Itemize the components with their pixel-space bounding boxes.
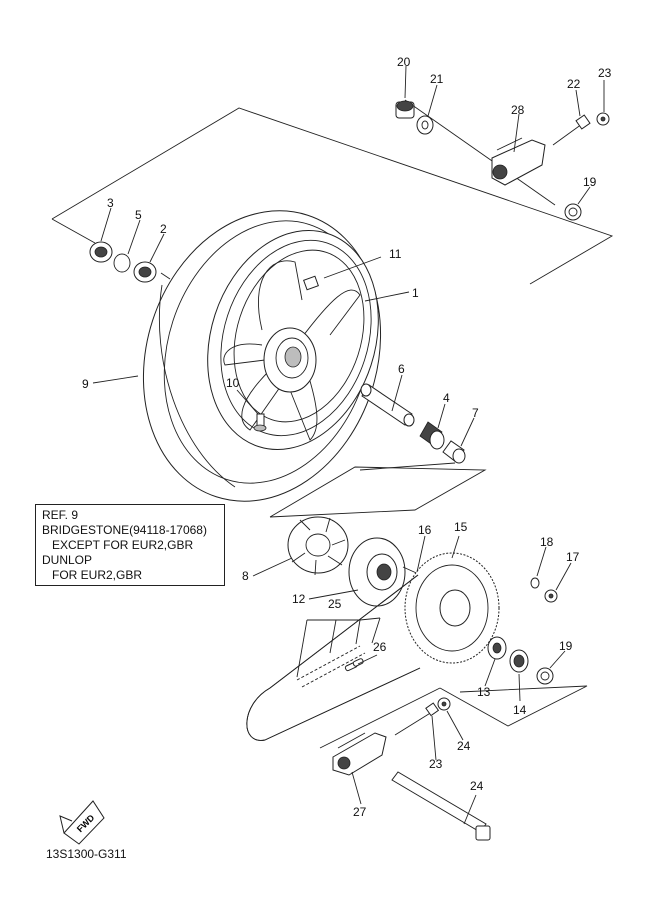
part-number-labels: 20 21 22 23 28 19 3 5 2 11 1 9 10 6 4 7 … xyxy=(82,55,612,819)
part-label-12: 12 xyxy=(292,592,306,606)
hub-damper-8 xyxy=(287,516,349,576)
adjuster-bolt-23-lower xyxy=(394,702,440,736)
part-label-8: 8 xyxy=(242,569,249,583)
part-label-11: 11 xyxy=(389,247,402,261)
forward-arrow-icon: FWD xyxy=(59,800,105,845)
drive-chain-25 xyxy=(246,574,421,741)
part-label-10: 10 xyxy=(226,376,240,390)
locknut-24-lower xyxy=(437,697,451,711)
part-label-14: 14 xyxy=(513,703,527,717)
part-label-19-upper: 19 xyxy=(583,175,597,189)
bearing-2 xyxy=(133,261,157,283)
chain-puller-28 xyxy=(491,137,546,186)
oil-seal-14 xyxy=(509,649,529,673)
collar-6 xyxy=(360,383,415,427)
collar-19-upper xyxy=(564,203,582,221)
part-label-4: 4 xyxy=(443,391,450,405)
part-label-18: 18 xyxy=(540,535,554,549)
part-label-23-lower: 23 xyxy=(429,757,443,771)
washer-22 xyxy=(416,115,434,135)
leader-lines xyxy=(92,65,605,825)
collar-7 xyxy=(442,440,466,464)
ref-note-title: REF. 9 xyxy=(42,508,79,522)
locknut-24 xyxy=(596,112,610,126)
chain-joint-26 xyxy=(344,658,364,672)
collar-19-lower xyxy=(536,667,554,685)
circlip-5 xyxy=(113,253,131,273)
washer-18 xyxy=(530,577,540,589)
oil-seal-3 xyxy=(89,241,113,263)
part-label-6: 6 xyxy=(398,362,405,376)
tire-reference-note: REF. 9 BRIDGESTONE(94118-17068) EXCEPT F… xyxy=(35,504,225,586)
part-label-17: 17 xyxy=(566,550,580,564)
axle-nut-21 xyxy=(395,100,415,119)
rear-sprocket-15 xyxy=(404,552,500,664)
part-label-13: 13 xyxy=(477,685,491,699)
part-label-24-upper: 23 xyxy=(598,66,612,80)
nut-17 xyxy=(544,589,558,603)
part-label-19-lower: 19 xyxy=(559,639,573,653)
part-label-27: 27 xyxy=(353,805,367,819)
bearing-13 xyxy=(487,636,507,660)
chain-puller-27 xyxy=(332,732,387,776)
ref-note-bridgestone: BRIDGESTONE(94118-17068) xyxy=(42,523,207,537)
part-label-7: 7 xyxy=(472,406,479,420)
part-label-21: 20 xyxy=(397,55,411,69)
part-label-2: 2 xyxy=(160,222,167,236)
part-label-15: 15 xyxy=(454,520,468,534)
part-label-28: 28 xyxy=(511,103,525,117)
adjuster-bolt-23 xyxy=(552,114,591,146)
valve-stem xyxy=(253,413,267,432)
part-label-9: 9 xyxy=(82,377,89,391)
clutch-hub-12 xyxy=(348,537,406,607)
ref-note-bridgestone-region: EXCEPT FOR EUR2,GBR xyxy=(52,538,194,552)
part-label-24-lower: 24 xyxy=(457,739,471,753)
part-label-5: 5 xyxy=(135,208,142,222)
part-label-22: 21 xyxy=(430,72,444,86)
part-label-26: 26 xyxy=(373,640,387,654)
part-label-1: 1 xyxy=(412,286,419,300)
part-label-3: 3 xyxy=(107,196,114,210)
rear-wheel-rim xyxy=(207,230,379,450)
wheel-axle-20 xyxy=(391,771,491,841)
bearing-4 xyxy=(419,421,445,450)
ref-note-dunlop-region: FOR EUR2,GBR xyxy=(52,568,143,582)
part-label-23-upper: 22 xyxy=(567,77,581,91)
ref-note-dunlop: DUNLOP xyxy=(42,553,93,567)
diagram-code: 13S1300-G311 xyxy=(46,847,127,861)
part-label-20: 24 xyxy=(470,779,484,793)
part-label-16: 16 xyxy=(418,523,432,537)
part-label-25: 25 xyxy=(328,597,342,611)
